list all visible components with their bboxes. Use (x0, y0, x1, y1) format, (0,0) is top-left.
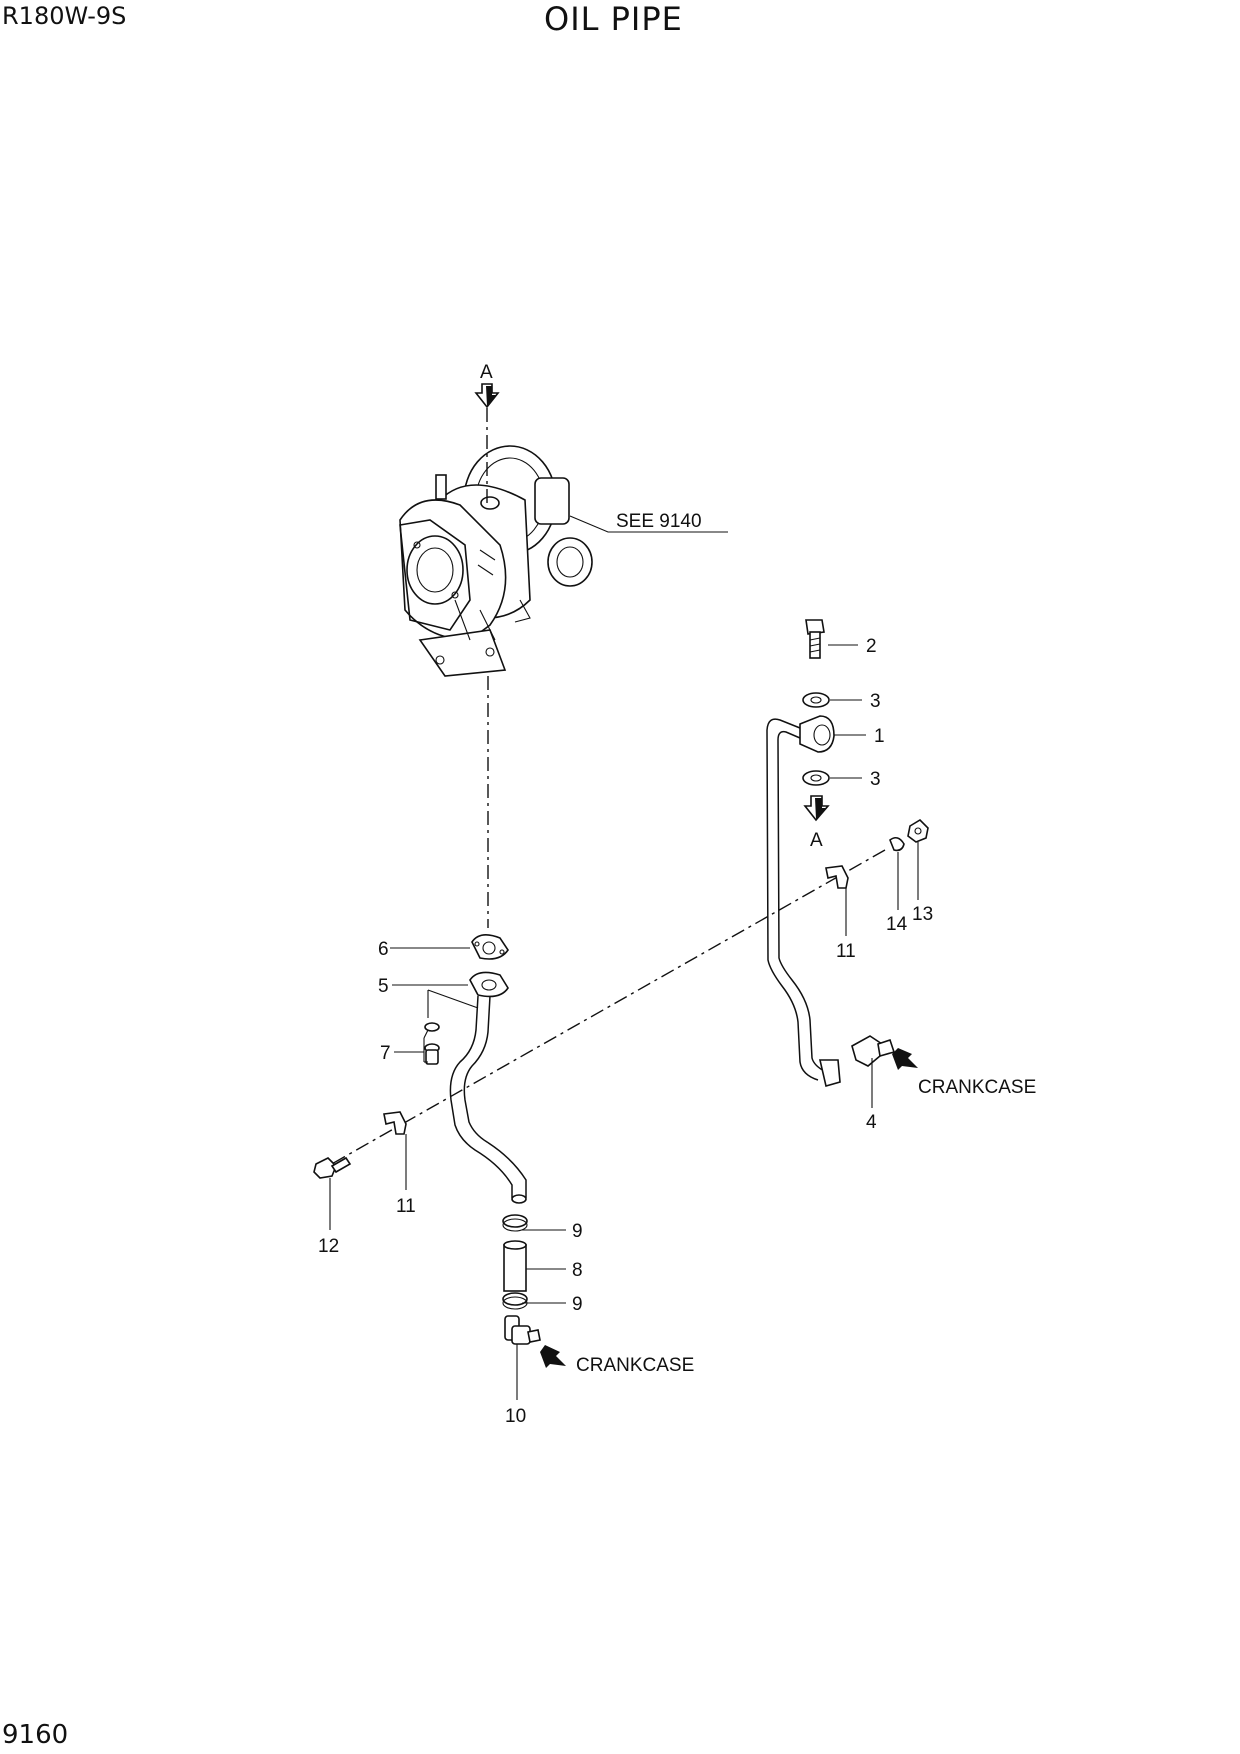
crankcase-label-lower: CRANKCASE (576, 1355, 694, 1376)
banjo-bolt-2 (805, 619, 825, 659)
callout-3-top: 3 (870, 691, 881, 712)
callout-12: 12 (318, 1236, 339, 1257)
connector-10 (504, 1315, 541, 1345)
bolt-7 (424, 1022, 440, 1065)
gasket-6 (471, 934, 509, 960)
turbocharger (399, 445, 593, 677)
callout-10: 10 (505, 1406, 526, 1427)
bolt-12 (313, 1156, 352, 1179)
callout-11-right: 11 (836, 941, 856, 962)
washer-3-bottom (802, 770, 830, 786)
view-marker-bottom: A (810, 830, 823, 851)
callout-2: 2 (866, 636, 877, 657)
page-title: OIL PIPE (544, 0, 683, 38)
elbow-connector-4 (851, 1035, 896, 1067)
callout-8: 8 (572, 1260, 583, 1281)
nut-13 (907, 818, 929, 843)
callout-6: 6 (378, 939, 389, 960)
crankcase-label-upper: CRANKCASE (918, 1077, 1036, 1098)
callout-3-bottom: 3 (870, 769, 881, 790)
callout-11-left: 11 (396, 1196, 416, 1217)
drain-pipe (449, 971, 527, 1204)
crankcase-arrow-upper (892, 1048, 918, 1070)
clamp-11-left (383, 1111, 407, 1135)
view-arrow-a-bottom: A (803, 795, 830, 851)
callout-5: 5 (378, 976, 389, 997)
crankcase-arrow-lower (540, 1345, 566, 1368)
hose-8 (503, 1240, 527, 1292)
callout-4: 4 (866, 1112, 877, 1133)
hose-clamp-9-top (502, 1214, 528, 1232)
view-marker-top: A (480, 362, 493, 383)
callout-leaders (329, 644, 919, 1400)
callout-14: 14 (886, 914, 908, 935)
callout-numbers: 2 3 1 3 4 6 5 7 9 8 9 10 11 11 12 13 14 (318, 636, 933, 1427)
washer-14 (889, 836, 905, 852)
clamp-11-right (825, 865, 849, 889)
view-arrow-a-top: A (474, 362, 500, 409)
model-code: R180W-9S (2, 2, 127, 30)
hose-clamp-9-bottom (502, 1292, 528, 1310)
washer-3-top (802, 692, 830, 708)
callout-7: 7 (380, 1043, 391, 1064)
callout-1: 1 (874, 726, 885, 747)
page-number: 9160 (2, 1720, 69, 1750)
callout-13: 13 (912, 904, 933, 925)
supply-pipe-1 (766, 715, 841, 1088)
callout-9-bottom: 9 (572, 1294, 583, 1315)
see-reference-label: SEE 9140 (616, 511, 702, 532)
callout-9-top: 9 (572, 1221, 583, 1242)
